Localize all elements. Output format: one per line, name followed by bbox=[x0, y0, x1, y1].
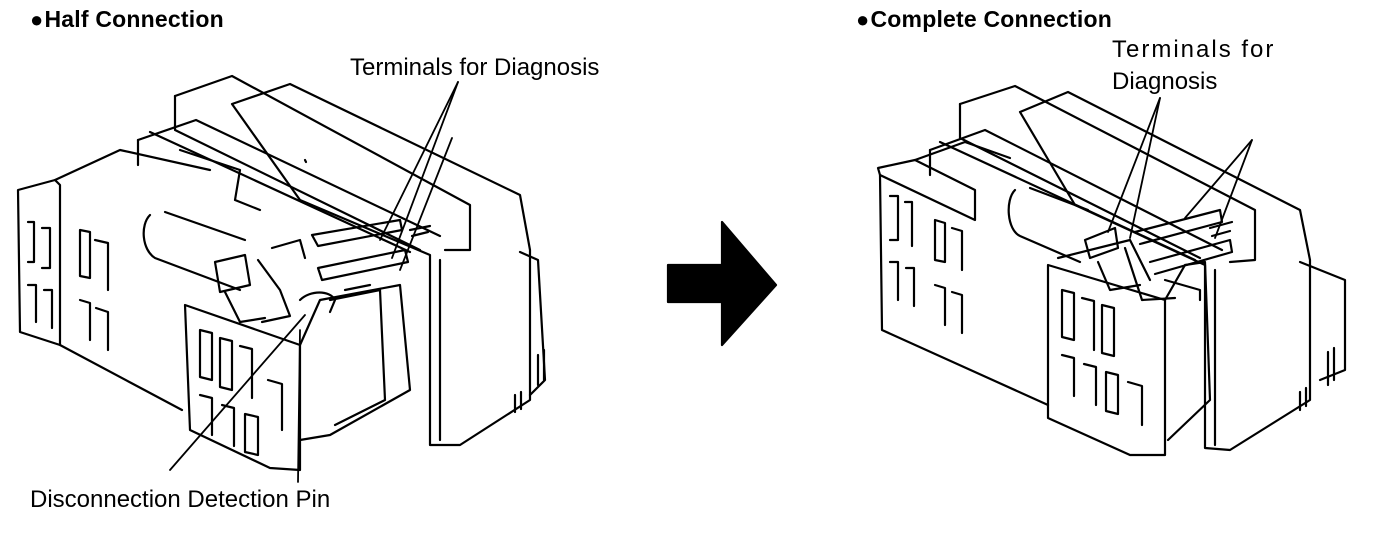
disconnection-pin-label: Disconnection Detection Pin bbox=[30, 486, 331, 513]
half-connection-connector bbox=[16, 74, 547, 472]
bullet-icon: ● bbox=[856, 7, 870, 32]
complete-terminals-label-line2: Diagnosis bbox=[1112, 68, 1218, 95]
half-connection-title: ●Half Connection bbox=[30, 6, 224, 33]
half-connection-title-text: Half Connection bbox=[44, 6, 224, 32]
complete-connection-connector bbox=[876, 84, 1347, 457]
right-arrow-icon bbox=[666, 220, 778, 347]
complete-connection-title-text: Complete Connection bbox=[870, 6, 1112, 32]
complete-terminals-label-line1: Terminals for bbox=[1112, 36, 1276, 63]
half-terminals-label: Terminals for Diagnosis bbox=[350, 54, 600, 81]
complete-leader-lines bbox=[1107, 97, 1253, 239]
complete-connection-title: ●Complete Connection bbox=[856, 6, 1112, 33]
bullet-icon: ● bbox=[30, 7, 44, 32]
half-leader-lines bbox=[169, 81, 459, 483]
